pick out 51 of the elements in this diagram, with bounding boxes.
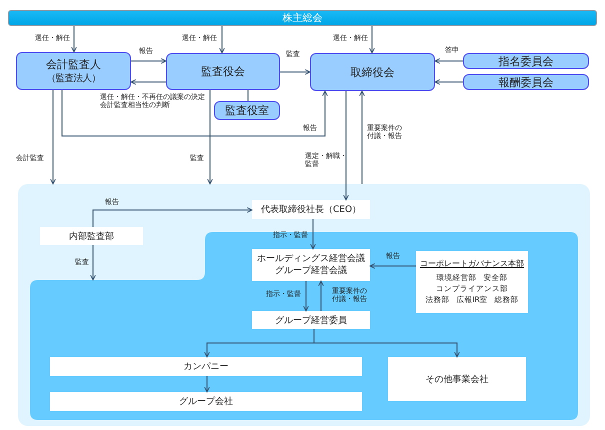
unit-box: [416, 251, 528, 313]
committee-box: [214, 101, 280, 120]
node-text: 取締役会: [350, 64, 394, 80]
arrow: [314, 328, 460, 358]
arrow: [369, 26, 375, 54]
arrow: [434, 58, 464, 64]
arrow: [219, 26, 225, 54]
node-text: グループ会社: [179, 395, 233, 408]
arrow: [434, 79, 464, 85]
unit-box: [252, 311, 370, 329]
arrow: [71, 26, 77, 52]
arrow: [130, 58, 166, 64]
arrow: [310, 218, 316, 250]
arrow: [92, 207, 252, 228]
arrow: [204, 376, 210, 392]
arrow: [280, 69, 310, 75]
node-text: 監査役室: [225, 103, 269, 118]
unit-box: [50, 357, 362, 376]
unit-box: [50, 392, 362, 411]
committee-box: [16, 52, 131, 90]
arrow: [90, 244, 96, 280]
node-text: グループ経営委員: [275, 314, 347, 326]
arrow: [370, 263, 416, 269]
group-area: [18, 184, 590, 426]
arrow: [207, 90, 213, 184]
unit-box: [252, 200, 370, 219]
node-text: 代表取締役社長（CEO）: [260, 204, 362, 216]
arrow: [359, 90, 365, 184]
meeting-banner: [8, 10, 597, 26]
committee-box: [463, 74, 589, 90]
arrow: [343, 90, 349, 200]
node-text: ホールディングス経営会議グループ経営会議: [256, 253, 366, 277]
node-text: 監査役会: [201, 64, 245, 79]
arrow: [303, 280, 309, 312]
node-text: カンパニー: [184, 361, 228, 373]
arrow: [50, 90, 56, 184]
unit-box: [40, 227, 143, 245]
arrow: [130, 79, 166, 85]
node-text: 指名委員会: [498, 54, 554, 68]
node-text: （監査法人）: [46, 72, 100, 85]
node-text: 報酬委員会: [498, 74, 554, 90]
node-text: その他事業会社: [426, 374, 488, 386]
committee-box: [166, 53, 280, 90]
node-text: 株主総会: [282, 12, 322, 25]
node-text: 会計監査人: [46, 57, 101, 72]
arrow: [62, 90, 328, 136]
node-text: 内部監査部: [69, 230, 114, 242]
arrow: [318, 280, 324, 312]
unit-box: [388, 357, 526, 401]
committee-box: [463, 53, 589, 69]
committee-box: [310, 53, 435, 91]
